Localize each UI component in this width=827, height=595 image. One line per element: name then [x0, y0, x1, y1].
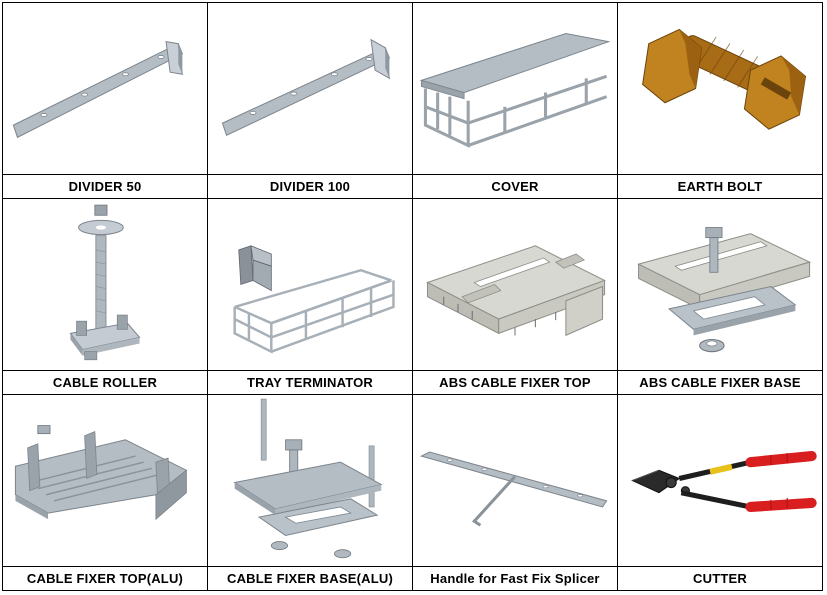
product-card-cable-fixer-top-alu[interactable]: CABLE FIXER TOP(ALU) [3, 395, 208, 591]
cable-roller-image [3, 199, 207, 370]
product-caption: TRAY TERMINATOR [208, 370, 412, 394]
product-card-divider-50[interactable]: DIVIDER 50 [3, 3, 208, 199]
product-caption: COVER [413, 174, 617, 198]
product-caption: CABLE FIXER TOP(ALU) [3, 566, 207, 590]
product-card-cable-roller[interactable]: CABLE ROLLER [3, 199, 208, 395]
product-card-cover[interactable]: COVER [413, 3, 618, 199]
divider-50-image [3, 3, 207, 174]
abs-cable-fixer-base-image [618, 199, 822, 370]
product-caption: ABS CABLE FIXER BASE [618, 370, 822, 394]
product-caption: ABS CABLE FIXER TOP [413, 370, 617, 394]
product-caption: DIVIDER 50 [3, 174, 207, 198]
product-caption: EARTH BOLT [618, 174, 822, 198]
product-card-abs-cable-fixer-top[interactable]: ABS CABLE FIXER TOP [413, 199, 618, 395]
product-caption: CABLE ROLLER [3, 370, 207, 394]
cable-fixer-top-alu-image [3, 395, 207, 566]
product-card-cable-fixer-base-alu[interactable]: CABLE FIXER BASE(ALU) [208, 395, 413, 591]
cutter-image [618, 395, 822, 566]
product-card-tray-terminator[interactable]: TRAY TERMINATOR [208, 199, 413, 395]
divider-100-image [208, 3, 412, 174]
product-caption: CUTTER [618, 566, 822, 590]
product-caption: CABLE FIXER BASE(ALU) [208, 566, 412, 590]
cable-fixer-base-alu-image [208, 395, 412, 566]
product-caption: Handle for Fast Fix Splicer [413, 566, 617, 590]
tray-terminator-image [208, 199, 412, 370]
product-caption: DIVIDER 100 [208, 174, 412, 198]
handle-fast-fix-splicer-image [413, 395, 617, 566]
product-card-cutter[interactable]: CUTTER [618, 395, 823, 591]
cover-image [413, 3, 617, 174]
product-card-abs-cable-fixer-base[interactable]: ABS CABLE FIXER BASE [618, 199, 823, 395]
product-card-divider-100[interactable]: DIVIDER 100 [208, 3, 413, 199]
product-card-handle-fast-fix-splicer[interactable]: Handle for Fast Fix Splicer [413, 395, 618, 591]
earth-bolt-image [618, 3, 822, 174]
abs-cable-fixer-top-image [413, 199, 617, 370]
product-card-earth-bolt[interactable]: EARTH BOLT [618, 3, 823, 199]
